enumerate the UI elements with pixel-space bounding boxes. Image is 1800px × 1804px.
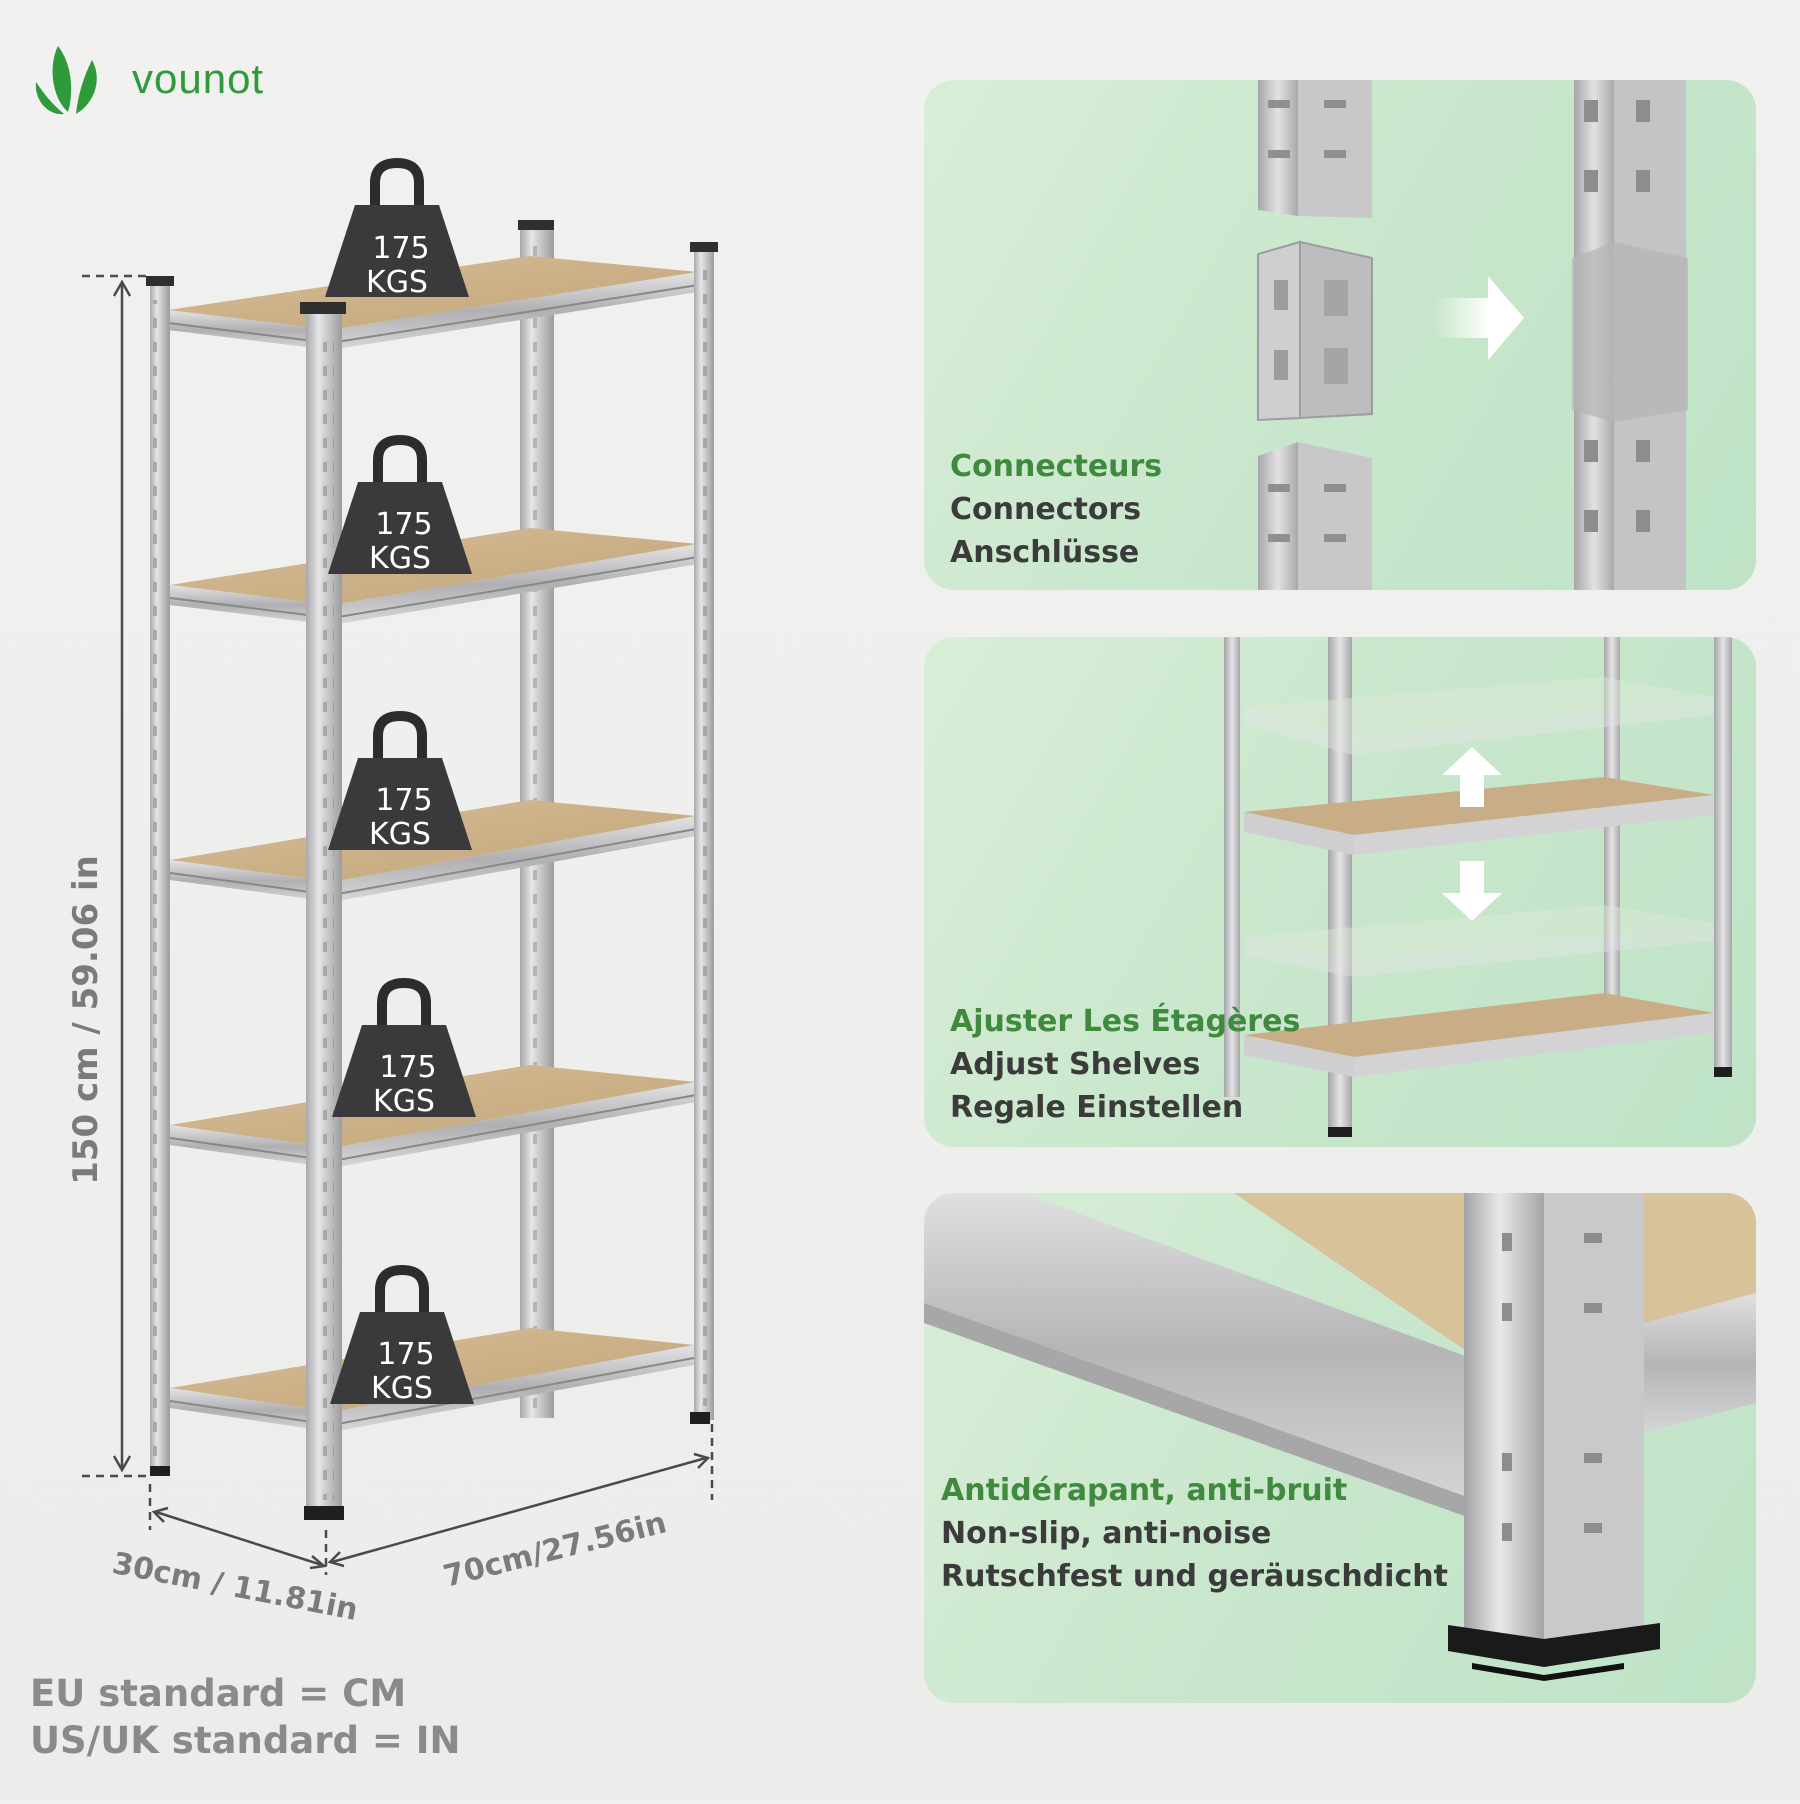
caption-fr: Connecteurs: [950, 449, 1163, 484]
arrow-right-icon: [1434, 276, 1524, 360]
weight-1-value: 175: [372, 231, 429, 266]
caption-en: Connectors: [950, 492, 1142, 527]
caption-fr: Antidérapant, anti-bruit: [941, 1473, 1348, 1508]
post-right-back: [690, 242, 718, 1424]
weight-4-value: 175: [379, 1050, 436, 1085]
ghost-shelf-lower: [1244, 905, 1714, 977]
weight-3-value: 175: [375, 783, 432, 818]
us-standard-note: US/UK standard = IN: [30, 1719, 461, 1762]
vounot-leaf-logo-icon: [35, 46, 97, 115]
weight-3-unit: KGS: [369, 817, 431, 852]
ghost-shelf-top: [1244, 677, 1714, 755]
post-left-front: [300, 302, 346, 1520]
feature-panel-non-slip: Antidérapant, anti-bruit Non-slip, anti-…: [924, 1193, 1756, 1703]
weight-4-unit: KGS: [373, 1084, 435, 1119]
rubber-foot-icon: [1448, 1623, 1660, 1681]
weight-2-value: 175: [375, 507, 432, 542]
angle-post-bottom: [1258, 442, 1372, 590]
shelf-illustration: 175 KGS 175 KGS 175 KGS 175 KGS 175 KGS …: [0, 0, 900, 1800]
steel-post: [1464, 1193, 1644, 1643]
assembled-post: [1572, 80, 1688, 590]
connectors-caption: Connecteurs Connectors Anschlüsse: [950, 445, 1162, 574]
shelf-unit-drawing: 175 KGS 175 KGS 175 KGS 175 KGS 175 KGS: [82, 157, 718, 1575]
post-left-back: [146, 276, 174, 1476]
corner-connector-plate: [1257, 240, 1373, 422]
height-dimension-label: 150 cm / 59.06 in: [66, 855, 106, 1185]
feature-panel-adjust-shelves: Ajuster Les Étagères Adjust Shelves Rega…: [924, 637, 1756, 1147]
dimension-lines: [82, 274, 714, 1575]
arrow-down-icon: [1442, 861, 1502, 921]
caption-de: Rutschfest und geräuschdicht: [941, 1559, 1448, 1594]
weight-2-unit: KGS: [369, 541, 431, 576]
arrow-up-icon: [1442, 747, 1502, 807]
feature-panel-connectors: Connecteurs Connectors Anschlüsse: [924, 80, 1756, 590]
adjust-shelves-caption: Ajuster Les Étagères Adjust Shelves Rega…: [950, 1000, 1300, 1129]
angle-post-top: [1258, 80, 1372, 218]
weight-5-value: 175: [377, 1337, 434, 1372]
shelf-bottom: [1244, 993, 1714, 1077]
rubber-foot-closeup-icon: [924, 1193, 1756, 1681]
weight-icon-2: [328, 434, 472, 574]
non-slip-caption: Antidérapant, anti-bruit Non-slip, anti-…: [941, 1469, 1448, 1598]
caption-en: Non-slip, anti-noise: [941, 1516, 1272, 1551]
caption-en: Adjust Shelves: [950, 1047, 1201, 1082]
weight-1-unit: KGS: [366, 265, 428, 300]
connector-parts-icon: [1257, 80, 1688, 590]
weight-icon-4: [332, 977, 476, 1117]
weight-icon-3: [328, 710, 472, 850]
weight-5-unit: KGS: [371, 1371, 433, 1406]
weight-icon-5: [330, 1264, 474, 1404]
brand-header: vounot: [28, 38, 264, 120]
brand-name: vounot: [132, 55, 265, 102]
eu-standard-note: EU standard = CM: [30, 1672, 407, 1715]
caption-de: Anschlüsse: [950, 535, 1140, 570]
adjustable-shelves-icon: [1224, 637, 1732, 1137]
caption-fr: Ajuster Les Étagères: [950, 1004, 1301, 1039]
weight-icon-1: [325, 157, 469, 297]
caption-de: Regale Einstellen: [950, 1090, 1244, 1125]
